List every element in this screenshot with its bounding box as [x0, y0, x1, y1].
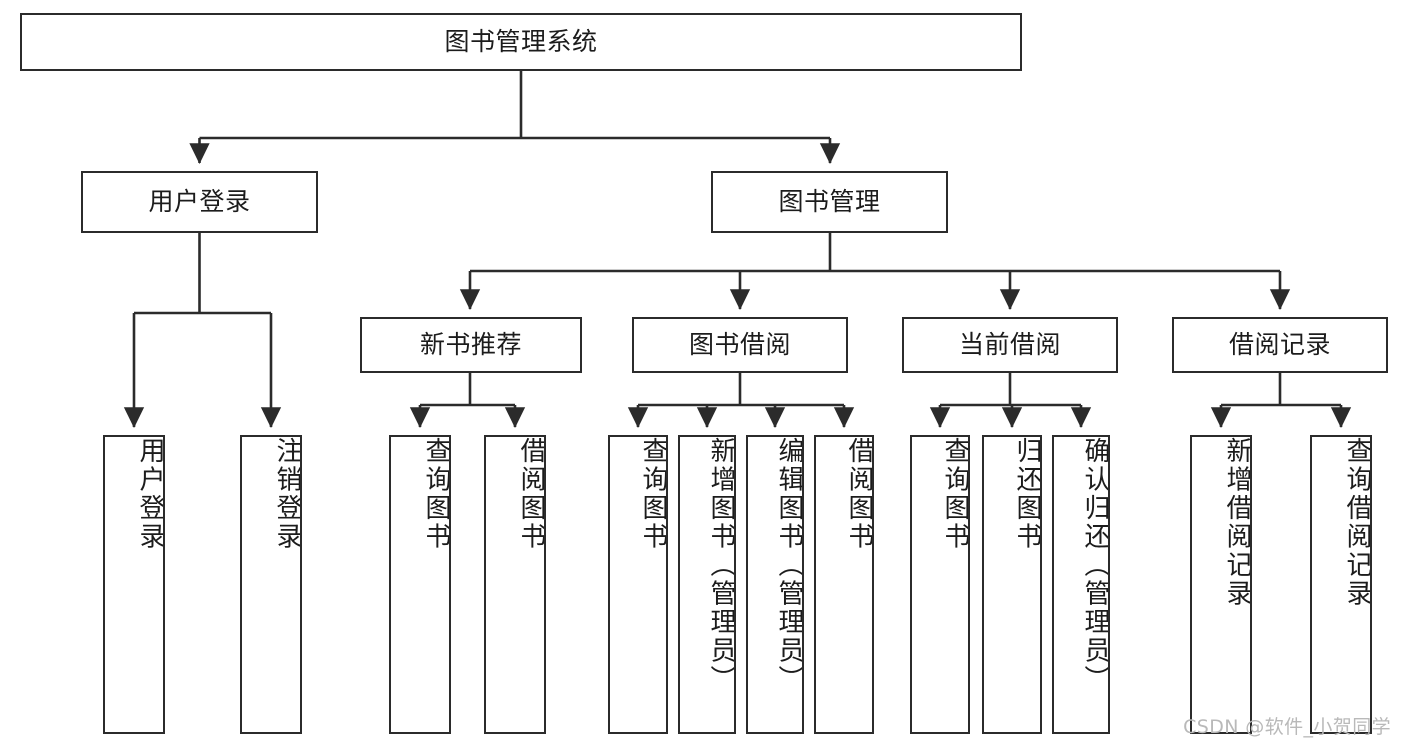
leaf-add-borrow-record[interactable]: 新增借阅记录 — [1190, 435, 1252, 734]
node-borrow-record[interactable]: 借阅记录 — [1172, 317, 1388, 373]
leaf-add-borrow-record-label: 新增借阅记录 — [1222, 437, 1252, 608]
node-user-login[interactable]: 用户登录 — [81, 171, 318, 233]
leaf-edit-book-admin[interactable]: 编辑图书（管理员） — [746, 435, 804, 734]
node-new-book-recommend[interactable]: 新书推荐 — [360, 317, 582, 373]
leaf-query-borrow-record-label: 查询借阅记录 — [1342, 437, 1372, 608]
leaf-borrow-book[interactable]: 借阅图书 — [814, 435, 874, 734]
leaf-query-book-recommend-label: 查询图书 — [421, 437, 451, 551]
node-user-login-label: 用户登录 — [148, 187, 251, 217]
leaf-borrow-book-recommend[interactable]: 借阅图书 — [484, 435, 546, 734]
leaf-return-book-label: 归还图书 — [1012, 437, 1042, 551]
node-book-borrow-label: 图书借阅 — [688, 330, 791, 360]
node-root[interactable]: 图书管理系统 — [20, 13, 1022, 71]
leaf-confirm-return-admin[interactable]: 确认归还（管理员） — [1052, 435, 1110, 734]
leaf-query-borrow-record[interactable]: 查询借阅记录 — [1310, 435, 1372, 734]
node-book-borrow[interactable]: 图书借阅 — [632, 317, 848, 373]
node-root-label: 图书管理系统 — [444, 27, 598, 57]
leaf-query-book-current-label: 查询图书 — [940, 437, 970, 551]
node-new-book-recommend-label: 新书推荐 — [419, 330, 522, 360]
node-book-manage-label: 图书管理 — [778, 187, 881, 217]
leaf-borrow-book-recommend-label: 借阅图书 — [516, 437, 546, 551]
leaf-add-book-admin-label: 新增图书（管理员） — [706, 437, 736, 694]
leaf-user-login[interactable]: 用户登录 — [103, 435, 165, 734]
leaf-query-book-current[interactable]: 查询图书 — [910, 435, 970, 734]
node-book-manage[interactable]: 图书管理 — [711, 171, 948, 233]
leaf-logout[interactable]: 注销登录 — [240, 435, 302, 734]
leaf-logout-label: 注销登录 — [272, 437, 302, 551]
node-current-borrow[interactable]: 当前借阅 — [902, 317, 1118, 373]
node-current-borrow-label: 当前借阅 — [958, 330, 1061, 360]
leaf-add-book-admin[interactable]: 新增图书（管理员） — [678, 435, 736, 734]
leaf-query-book-borrow[interactable]: 查询图书 — [608, 435, 668, 734]
leaf-query-book-borrow-label: 查询图书 — [638, 437, 668, 551]
leaf-return-book[interactable]: 归还图书 — [982, 435, 1042, 734]
node-borrow-record-label: 借阅记录 — [1228, 330, 1331, 360]
leaf-query-book-recommend[interactable]: 查询图书 — [389, 435, 451, 734]
leaf-confirm-return-admin-label: 确认归还（管理员） — [1080, 437, 1110, 694]
leaf-borrow-book-label: 借阅图书 — [844, 437, 874, 551]
leaf-user-login-label: 用户登录 — [135, 437, 165, 551]
leaf-edit-book-admin-label: 编辑图书（管理员） — [774, 437, 804, 694]
